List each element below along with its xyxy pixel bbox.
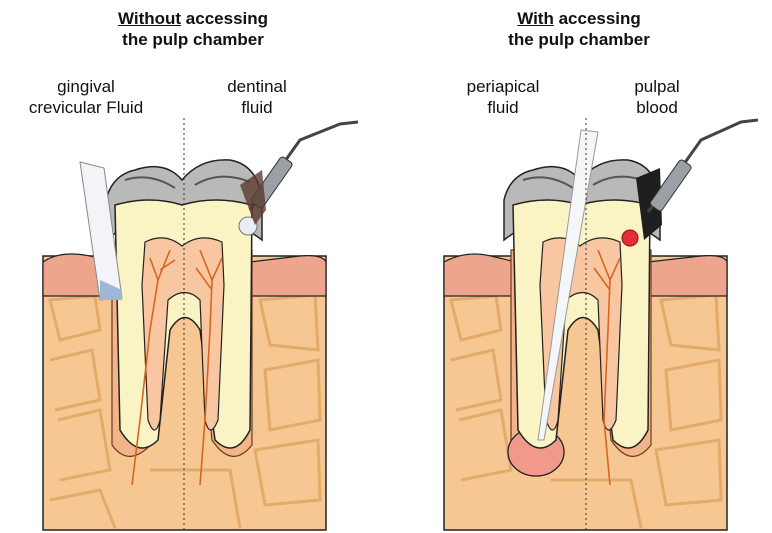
- right-panel: With accessing the pulp chamber periapic…: [386, 0, 772, 533]
- right-tooth-illustration: [386, 0, 772, 533]
- left-gum-right: [250, 256, 326, 296]
- left-panel: Without accessing the pulp chamber gingi…: [0, 0, 386, 533]
- right-gum-right: [648, 256, 727, 296]
- right-gum: [444, 254, 516, 296]
- left-tooth-illustration: [0, 0, 386, 533]
